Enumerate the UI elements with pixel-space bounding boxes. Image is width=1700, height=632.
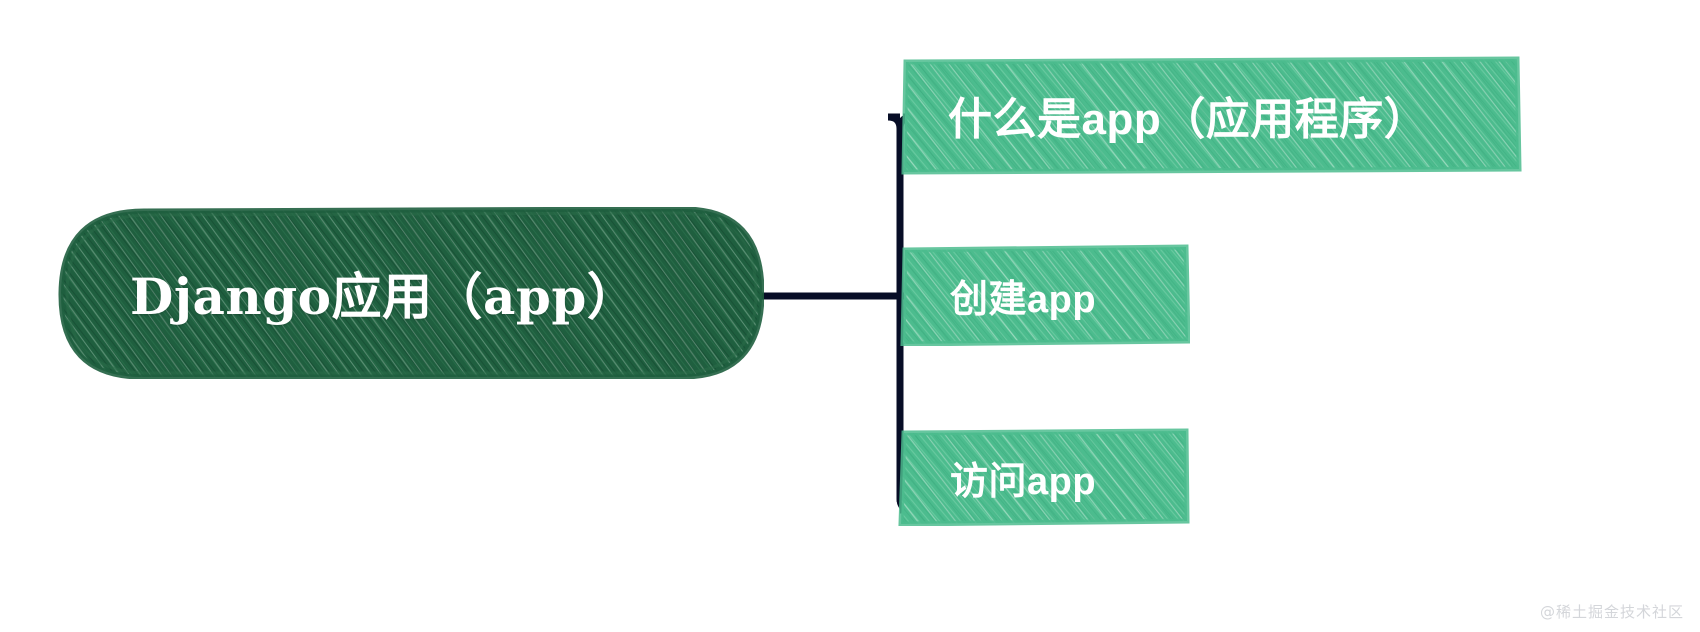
child-0-sketch-fill <box>901 56 1522 175</box>
root-node-sketch-fill <box>58 207 764 379</box>
mindmap-child-node-access-app[interactable]: 访问app <box>898 428 1190 526</box>
mindmap-root-node[interactable]: Django应用（app） <box>58 207 764 379</box>
mindmap-child-label-1: 创建app <box>950 278 1097 321</box>
mindmap-root-label: Django应用（app） <box>130 267 638 326</box>
mindmap-child-label-0: 什么是app（应用程序） <box>948 95 1429 144</box>
child-2-sketch-fill <box>898 428 1190 526</box>
mindmap-child-label-2: 访问app <box>950 460 1097 503</box>
mindmap-child-node-what-is-app[interactable]: 什么是app（应用程序） <box>900 55 1522 175</box>
mindmap-child-node-create-app[interactable]: 创建app <box>900 244 1190 346</box>
child-1-sketch-fill <box>900 244 1190 346</box>
watermark: @稀土掘金技术社区 <box>1539 603 1684 621</box>
